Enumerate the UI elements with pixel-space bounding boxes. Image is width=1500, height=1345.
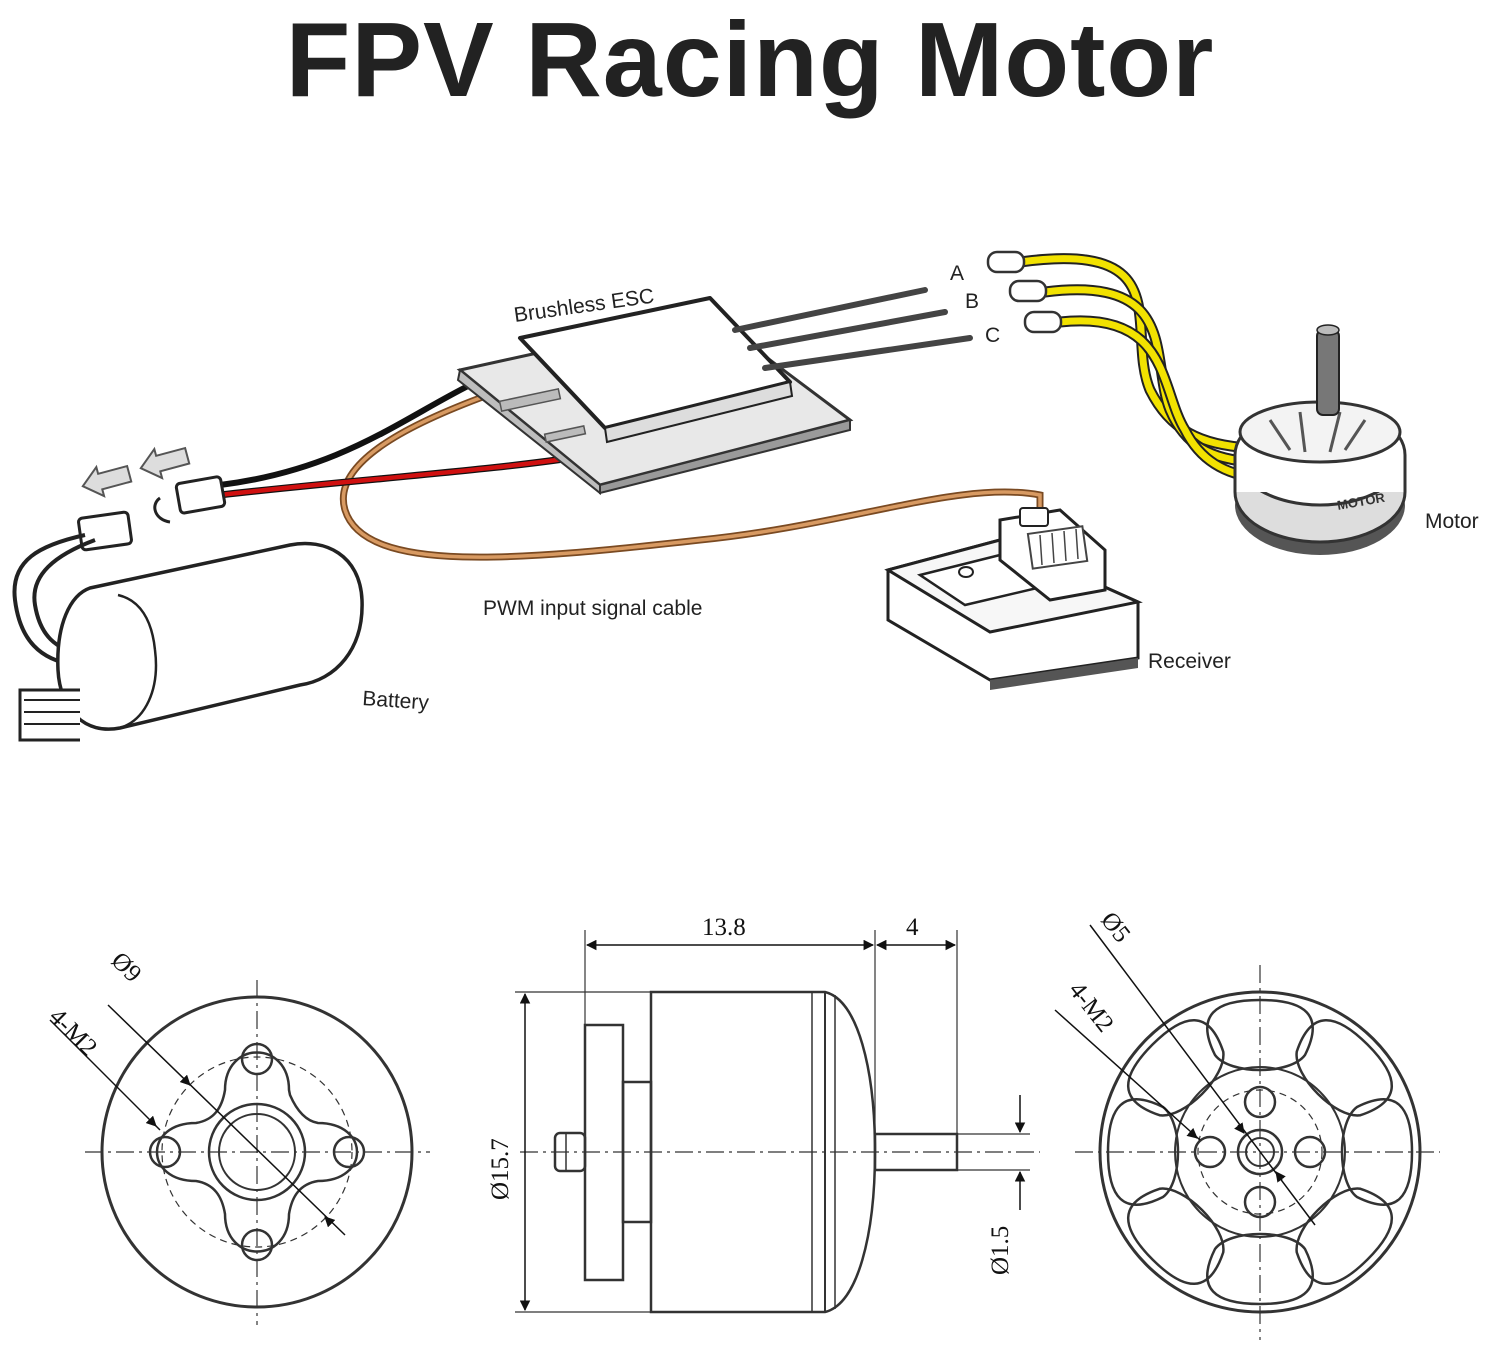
signal-cable-label: PWM input signal cable	[483, 597, 702, 620]
rear-bolt-label: 4-M2	[1063, 977, 1118, 1037]
side-body-diameter-label: Ø15.7	[487, 1138, 514, 1200]
receiver	[884, 507, 1143, 690]
rear-view-drawing	[1054, 924, 1440, 1340]
wiring-diagram: Brushless ESC A B C	[12, 250, 1479, 742]
side-shaft-diameter-label: Ø1.5	[987, 1226, 1014, 1275]
esc-phase-pins	[732, 287, 973, 371]
front-bolt-label: 4-M2	[44, 1003, 102, 1061]
side-shaft-length-label: 4	[906, 914, 919, 941]
pwm-signal-cable	[339, 391, 1044, 561]
battery-label: Battery	[362, 687, 430, 715]
phase-label-c: C	[985, 324, 1000, 347]
brushless-esc: Brushless ESC	[456, 285, 854, 496]
side-length-label: 13.8	[702, 914, 746, 941]
motor-label: Motor	[1425, 510, 1479, 533]
brushless-motor: MOTOR	[1233, 324, 1407, 555]
connector-arrows	[81, 446, 191, 498]
receiver-label: Receiver	[1148, 650, 1231, 673]
side-view-drawing	[515, 930, 1040, 1314]
phase-label-a: A	[950, 262, 964, 285]
front-diameter-label: Ø9	[106, 947, 147, 988]
battery	[12, 533, 364, 742]
battery-lead-wires	[219, 382, 591, 499]
phase-label-b: B	[965, 290, 979, 313]
front-view-drawing	[49, 980, 430, 1325]
rear-diameter-label: Ø5	[1095, 907, 1135, 948]
motor-phase-wires	[986, 250, 1261, 484]
page-title: FPV Racing Motor	[285, 1, 1215, 119]
